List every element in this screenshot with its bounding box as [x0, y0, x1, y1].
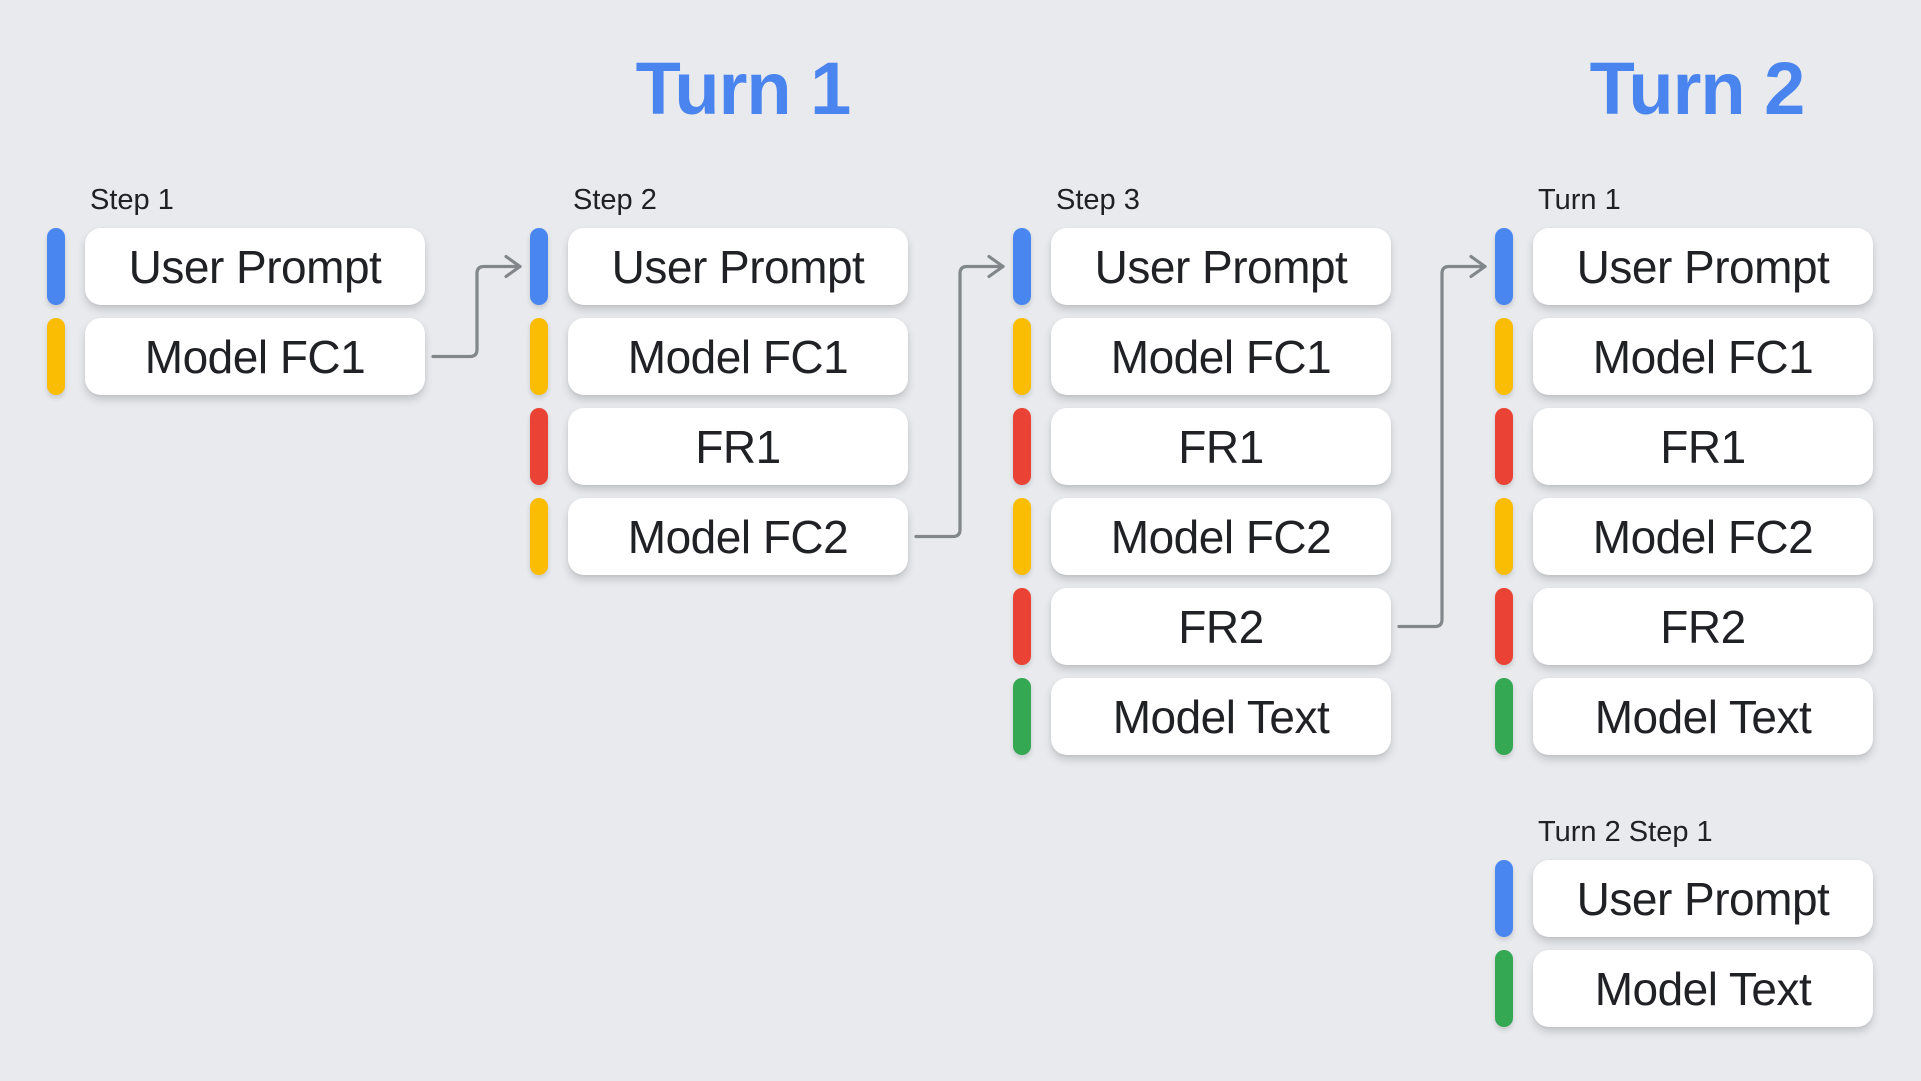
node-box: Model FC2 — [1051, 498, 1391, 575]
yellow-role-bar — [47, 318, 65, 395]
yellow-role-bar — [530, 498, 548, 575]
flow-arrow — [1397, 264, 1487, 629]
node-box: Model FC1 — [1533, 318, 1873, 395]
yellow-role-bar — [1495, 498, 1513, 575]
node-box-label: User Prompt — [1576, 872, 1830, 925]
arrowhead-icon — [1469, 254, 1487, 279]
node-box: User Prompt — [1533, 228, 1873, 305]
node-box: Model Text — [1533, 678, 1873, 755]
node-box: User Prompt — [85, 228, 425, 305]
blue-role-bar — [1495, 228, 1513, 305]
blue-role-bar — [530, 228, 548, 305]
node-box-label: FR1 — [1178, 420, 1264, 473]
node-box: Model FC2 — [568, 498, 908, 575]
node-box: Model Text — [1051, 678, 1391, 755]
group-label: Step 2 — [573, 184, 657, 216]
node-box: Model FC1 — [568, 318, 908, 395]
red-role-bar — [1495, 408, 1513, 485]
node-box-label: FR1 — [1660, 420, 1746, 473]
yellow-role-bar — [1495, 318, 1513, 395]
node-box: FR2 — [1533, 588, 1873, 665]
node-box-label: User Prompt — [1576, 240, 1830, 293]
node-box-label: Model FC1 — [1110, 330, 1332, 383]
node-box-label: Model Text — [1594, 962, 1812, 1015]
yellow-role-bar — [1013, 318, 1031, 395]
green-role-bar — [1495, 950, 1513, 1027]
node-box-label: User Prompt — [1094, 240, 1348, 293]
node-box-label: Model FC2 — [1110, 510, 1332, 563]
turn-2-heading: Turn 2 — [1589, 47, 1806, 130]
node-box-label: Model FC2 — [1592, 510, 1814, 563]
red-role-bar — [530, 408, 548, 485]
node-box-label: User Prompt — [611, 240, 865, 293]
red-role-bar — [1495, 588, 1513, 665]
node-box: FR1 — [568, 408, 908, 485]
node-box: FR1 — [1533, 408, 1873, 485]
yellow-role-bar — [1013, 498, 1031, 575]
node-box-label: FR2 — [1178, 600, 1264, 653]
node-box-label: Model FC1 — [627, 330, 849, 383]
node-box-label: Model FC1 — [144, 330, 366, 383]
node-box: Model FC2 — [1533, 498, 1873, 575]
node-box: FR1 — [1051, 408, 1391, 485]
node-box: User Prompt — [1533, 860, 1873, 937]
node-box: Model FC1 — [1051, 318, 1391, 395]
node-box: Model Text — [1533, 950, 1873, 1027]
group-label: Turn 1 — [1538, 184, 1621, 216]
group-label: Step 3 — [1056, 184, 1140, 216]
node-box-label: FR1 — [695, 420, 781, 473]
arrowhead-icon — [987, 254, 1005, 279]
node-box: User Prompt — [568, 228, 908, 305]
node-box-label: User Prompt — [128, 240, 382, 293]
blue-role-bar — [1013, 228, 1031, 305]
node-box-label: Model FC2 — [627, 510, 849, 563]
green-role-bar — [1495, 678, 1513, 755]
group-label: Turn 2 Step 1 — [1538, 816, 1713, 848]
flow-arrow — [914, 264, 1005, 539]
green-role-bar — [1013, 678, 1031, 755]
red-role-bar — [1013, 588, 1031, 665]
yellow-role-bar — [530, 318, 548, 395]
node-box-label: Model Text — [1112, 690, 1330, 743]
node-box-label: FR2 — [1660, 600, 1746, 653]
blue-role-bar — [47, 228, 65, 305]
red-role-bar — [1013, 408, 1031, 485]
node-box: FR2 — [1051, 588, 1391, 665]
group-label: Step 1 — [90, 184, 174, 216]
flow-arrow — [431, 264, 522, 359]
node-box: User Prompt — [1051, 228, 1391, 305]
turn-1-heading: Turn 1 — [635, 47, 852, 130]
blue-role-bar — [1495, 860, 1513, 937]
arrowhead-icon — [504, 254, 522, 279]
node-box: Model FC1 — [85, 318, 425, 395]
node-box-label: Model FC1 — [1592, 330, 1814, 383]
node-box-label: Model Text — [1594, 690, 1812, 743]
